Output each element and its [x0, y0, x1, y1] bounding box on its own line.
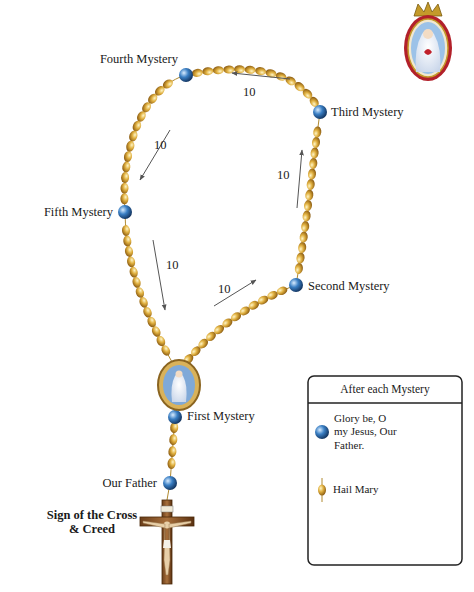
bead-label: Our Father: [103, 476, 158, 490]
hail-mary-bead: [212, 66, 224, 75]
hail-mary-bead: [120, 183, 128, 194]
hail-mary-bead: [169, 434, 178, 446]
hail-mary-bead: [275, 285, 288, 297]
hail-mary-bead: [307, 168, 316, 180]
count-label: 10: [154, 138, 167, 152]
hail-mary-bead: [202, 67, 214, 76]
hail-mary-bead: [300, 221, 309, 233]
hail-mary-bead: [296, 252, 306, 264]
hail-mary-bead: [124, 245, 134, 257]
hail-mary-bead: [299, 231, 308, 243]
legend-heading: After each Mystery: [340, 383, 429, 396]
hail-mary-bead: [244, 65, 256, 74]
hail-mary-bead: [297, 242, 307, 254]
legend-frame: [308, 376, 462, 565]
hail-mary-bead: [121, 225, 130, 237]
bead-group: [120, 65, 322, 469]
hail-mary-bead: [138, 296, 149, 309]
chain: [124, 69, 320, 362]
hail-mary-bead: [309, 158, 318, 170]
hail-mary-bead: [234, 65, 245, 73]
hail-mary-bead: [294, 262, 304, 274]
count-label: 10: [166, 258, 179, 272]
mystery-label: Fifth Mystery: [44, 205, 113, 219]
hail-mary-bead: [168, 446, 177, 458]
hail-mary-bead: [313, 126, 322, 138]
hail-mary-bead: [134, 286, 145, 299]
hail-mary-bead: [167, 458, 176, 470]
hail-mary-bead: [305, 189, 314, 201]
hail-mary-bead: [160, 344, 172, 357]
hail-mary-bead: [123, 150, 133, 162]
hail-mary-bead: [255, 66, 267, 76]
hail-mary-bead: [275, 71, 288, 82]
hail-mary-bead: [120, 193, 128, 204]
count-label: 10: [277, 168, 290, 182]
mystery-label: Fourth Mystery: [100, 52, 178, 66]
hail-mary-bead: [123, 235, 132, 247]
mystery-label: Second Mystery: [308, 279, 390, 293]
hail-mary-bead: [303, 200, 312, 212]
hail-mary-bead: [223, 65, 234, 73]
legend-text: Glory be, O my Jesus, Our Father.: [334, 412, 400, 452]
legend-text: Hail Mary: [333, 483, 453, 496]
hail-mary-bead: [191, 68, 203, 78]
center-medallion: [158, 360, 200, 410]
hail-mary-bead: [302, 210, 311, 222]
mystery-label: Third Mystery: [331, 105, 404, 119]
hail-mary-bead: [131, 120, 143, 133]
hail-mary-bead: [128, 130, 139, 143]
hail-mary-bead: [128, 266, 139, 279]
hail-mary-bead: [121, 172, 130, 184]
hail-mary-bead: [311, 137, 320, 149]
fatima-medallion: [404, 2, 452, 81]
hail-mary-bead: [131, 276, 142, 289]
hail-mary-bead: [306, 179, 315, 191]
hail-mary-bead: [126, 256, 136, 269]
crucifix: [140, 500, 194, 584]
mystery-beads: [118, 68, 327, 490]
mystery-label: First Mystery: [187, 409, 255, 423]
direction-arrows: [140, 73, 302, 310]
count-label: 10: [218, 282, 231, 296]
start-label: Sign of the Cross & Creed: [42, 508, 142, 537]
hail-mary-bead: [310, 147, 319, 159]
hail-mary-bead: [122, 161, 131, 173]
hail-mary-bead: [125, 140, 135, 153]
count-label: 10: [243, 85, 256, 99]
